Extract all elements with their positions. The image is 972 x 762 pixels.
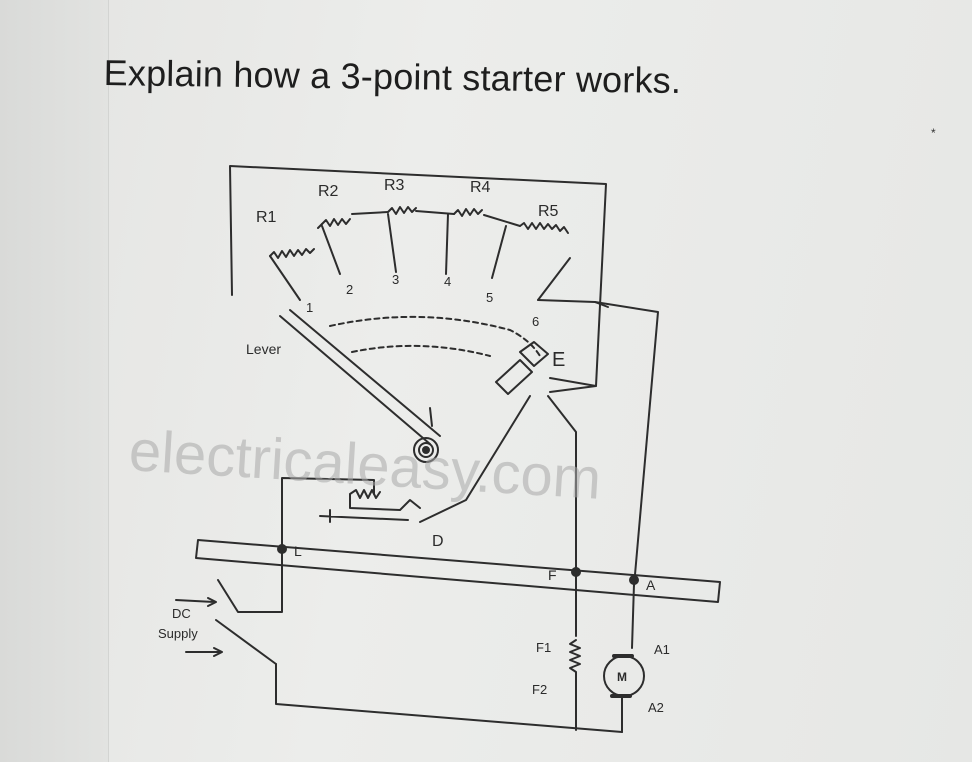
stud-arc-outer [329,315,541,357]
label-lever: Lever [246,341,281,357]
label-f2: F2 [532,682,547,697]
stud-lead-6 [537,257,571,301]
resistor-r4 [453,208,483,217]
label-r5: R5 [538,203,559,220]
label-d: D [432,533,444,550]
label-r3: R3 [384,177,405,194]
corner-mark: * [931,126,936,140]
stud-lead-1 [269,255,301,301]
label-f1: F1 [536,640,551,655]
label-supply: Supply [158,626,198,641]
stud-arc-inner [351,344,491,357]
label-e: E [552,349,565,371]
label-supply-dc: DC [172,606,191,621]
label-motor: M [617,670,627,684]
stud-lead-2 [321,225,341,275]
resistor-r3 [387,206,417,215]
stud-lead-5 [491,225,507,279]
lever [279,309,441,445]
terminal-bar [195,539,721,603]
stud-label-4: 4 [444,274,451,289]
label-r1: R1 [256,209,277,226]
label-a2: A2 [648,700,664,715]
label-terminal-a: A [646,577,656,593]
terminal-f [571,567,581,577]
stud-label-5: 5 [486,290,493,305]
label-r4: R4 [470,179,491,196]
watermark: electricaleasy.com [127,418,603,512]
bottom-return-wire [275,663,623,733]
label-terminal-l: L [294,543,302,559]
lever-pivot [413,437,439,463]
resistor-r1 [269,248,315,259]
sidebar-edge [0,0,109,762]
stud-label-2: 2 [346,282,353,297]
stud-label-6: 6 [532,314,539,329]
relay-d [319,489,421,523]
terminal-l [277,544,287,554]
label-a1: A1 [654,642,670,657]
starter-box [229,165,607,393]
terminal-a [629,575,639,585]
stud-lead-3 [387,213,397,273]
stud-label-1: 1 [306,300,313,315]
label-terminal-f: F [548,567,557,583]
field-winding [569,639,581,731]
stud-label-3: 3 [392,272,399,287]
stud-lead-4 [445,213,449,275]
label-r2: R2 [318,183,339,200]
resistor-r5 [519,222,569,234]
electromagnet-e [495,341,549,395]
resistor-r2 [321,218,351,227]
